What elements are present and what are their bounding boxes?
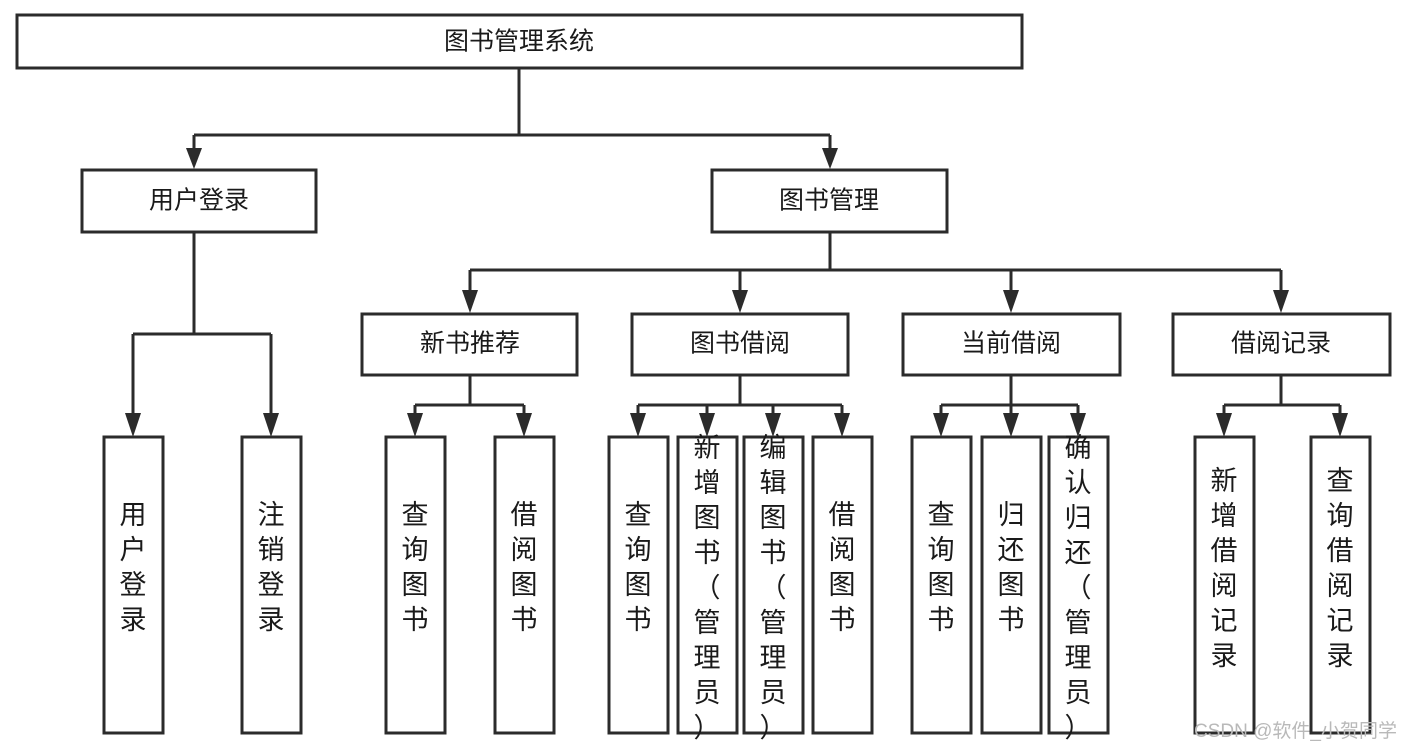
leaf-current-borrow-confirm[interactable]: 确认归还（管理员） <box>1047 433 1110 743</box>
leaf-book-borrow-add[interactable]: 新增图书（管理员） <box>676 433 739 743</box>
leaf-current-borrow-query-label: 查询图书 <box>928 500 955 635</box>
connector-borrowrecord-to-leaves <box>1216 375 1348 437</box>
leaf-current-borrow-query[interactable]: 查询图书 <box>910 435 973 735</box>
node-book-borrow[interactable]: 图书借阅 <box>630 312 850 377</box>
node-borrow-record-label: 借阅记录 <box>1231 330 1331 358</box>
node-new-book-recommend-label: 新书推荐 <box>420 330 520 358</box>
leaf-user-login-logout-label: 注销登录 <box>258 500 285 635</box>
leaf-borrow-record-query-label: 查询借阅记录 <box>1327 466 1354 671</box>
connector-userlogin-to-leaves <box>125 232 279 437</box>
connector-bookborrow-to-leaves <box>630 375 850 437</box>
connector-bookmgmt-to-level3 <box>462 232 1289 313</box>
leaf-current-borrow-return[interactable]: 归还图书 <box>980 435 1043 735</box>
leaf-new-book-borrow-label: 借阅图书 <box>511 500 538 635</box>
leaf-new-book-query-label: 查询图书 <box>402 500 429 635</box>
node-book-management[interactable]: 图书管理 <box>710 168 949 234</box>
leaf-user-login-login[interactable]: 用户登录 <box>102 435 165 735</box>
connector-root-to-level2 <box>186 68 838 169</box>
leaf-borrow-record-add[interactable]: 新增借阅记录 <box>1193 435 1256 735</box>
leaf-book-borrow-edit-label: 编辑图书（管理员） <box>760 433 787 743</box>
leaf-book-borrow-edit[interactable]: 编辑图书（管理员） <box>742 433 805 743</box>
node-user-login-label: 用户登录 <box>149 187 249 215</box>
leaf-book-borrow-borrow[interactable]: 借阅图书 <box>811 435 874 735</box>
leaf-book-borrow-add-label: 新增图书（管理员） <box>694 433 721 743</box>
leaf-user-login-logout[interactable]: 注销登录 <box>240 435 303 735</box>
leaf-current-borrow-return-label: 归还图书 <box>998 500 1025 635</box>
node-current-borrow[interactable]: 当前借阅 <box>901 312 1122 377</box>
node-new-book-recommend[interactable]: 新书推荐 <box>360 312 579 377</box>
leaf-book-borrow-query[interactable]: 查询图书 <box>607 435 670 735</box>
connector-newbook-to-leaves <box>407 375 532 437</box>
leaf-borrow-record-query[interactable]: 查询借阅记录 <box>1309 435 1372 735</box>
leaf-current-borrow-confirm-label: 确认归还（管理员） <box>1065 433 1092 743</box>
node-book-management-label: 图书管理 <box>779 187 879 215</box>
leaf-book-borrow-borrow-label: 借阅图书 <box>829 500 856 635</box>
leaf-book-borrow-query-label: 查询图书 <box>625 500 652 635</box>
node-root-system[interactable]: 图书管理系统 <box>15 13 1024 70</box>
node-borrow-record[interactable]: 借阅记录 <box>1171 312 1392 377</box>
leaf-new-book-query[interactable]: 查询图书 <box>384 435 447 735</box>
connector-currentborrow-to-leaves <box>933 375 1086 437</box>
node-user-login[interactable]: 用户登录 <box>80 168 318 234</box>
node-book-borrow-label: 图书借阅 <box>690 330 790 358</box>
node-current-borrow-label: 当前借阅 <box>961 330 1061 358</box>
leaf-borrow-record-add-label: 新增借阅记录 <box>1211 466 1238 671</box>
leaf-user-login-login-label: 用户登录 <box>120 500 147 635</box>
leaf-new-book-borrow[interactable]: 借阅图书 <box>493 435 556 735</box>
node-root-system-label: 图书管理系统 <box>444 28 594 56</box>
